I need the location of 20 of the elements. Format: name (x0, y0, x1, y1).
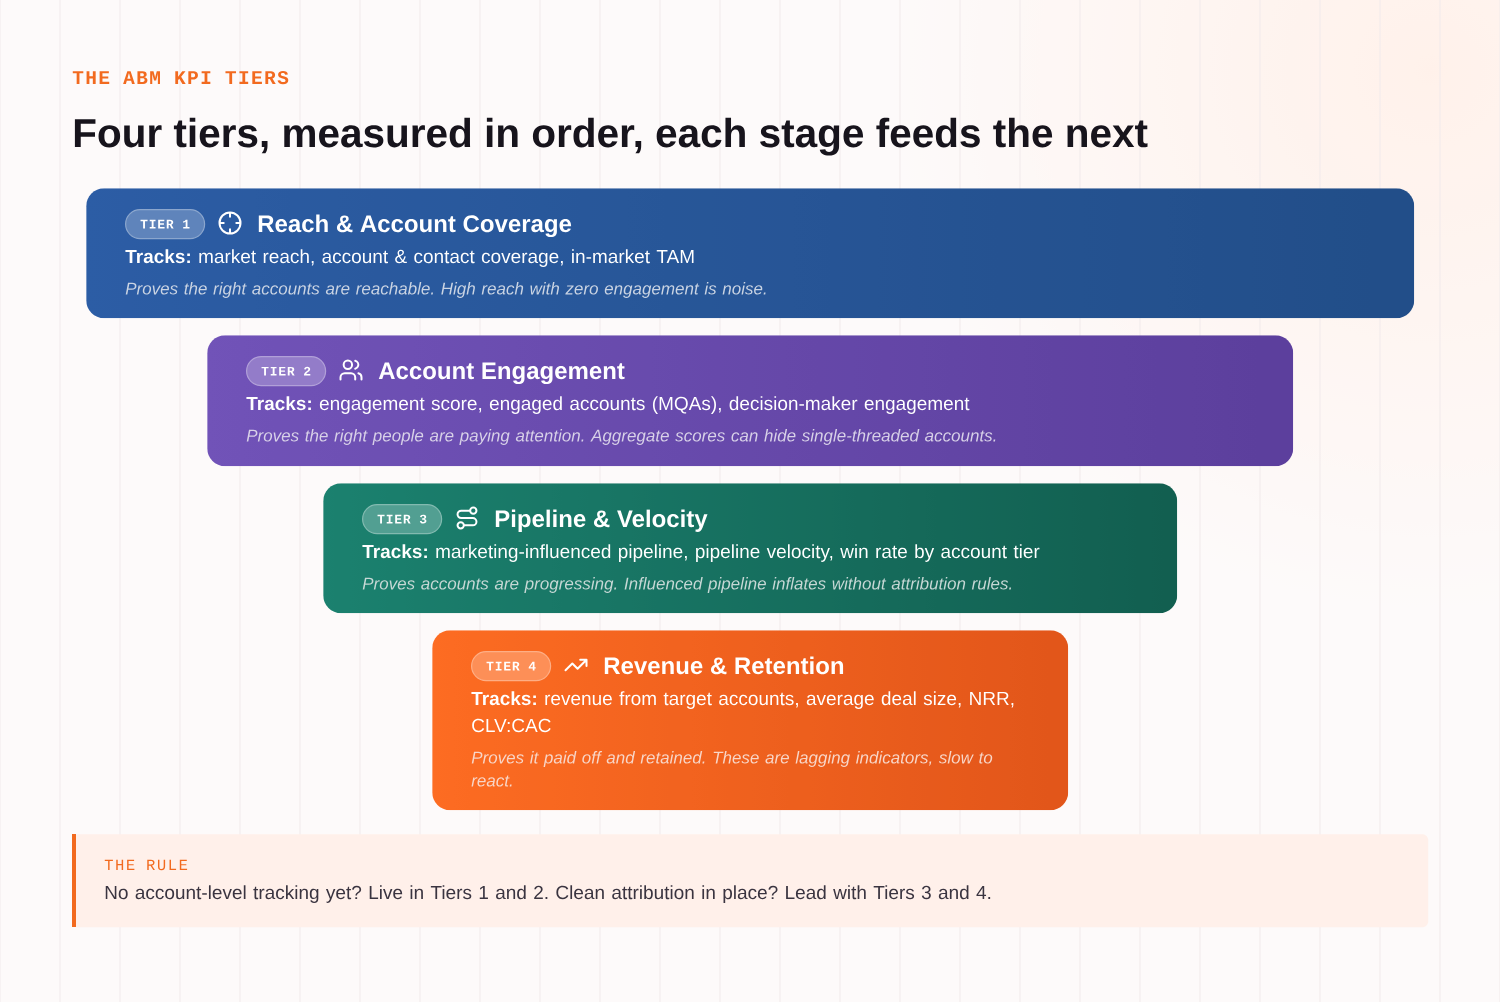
tier-title: Account Engagement (378, 362, 625, 385)
tracks-text: Tracks: marketing-influenced pipeline, pipeline velocity, win rate by account tier (362, 544, 1040, 562)
title-heading: Four tiers, measured in order, each stage feeds the next (74, 117, 1148, 156)
note-text: Proves the right accounts are reachable. High reach with zero engagement is noise. (125, 282, 766, 298)
tier-badge: TIER 1 (125, 209, 206, 240)
tier-title: Pipeline & Velocity (495, 509, 708, 532)
tracks-text: Tracks: engagement score, engaged accounts (MQAs), decision-maker engagement (246, 396, 970, 414)
tracks-text: Tracks: revenue from target accounts, average deal size, NRR, CLV:CAC (471, 691, 1014, 733)
tier-badge: TIER 3 (362, 504, 443, 535)
tier-badge: TIER 4 (471, 651, 552, 682)
eyebrow-text: THE ABM KPI TIERS (72, 70, 289, 85)
callout-heading: THE RULE (104, 859, 188, 871)
note-text: Proves the right people are paying attention. Aggregate scores can hide single-threaded accounts. (246, 429, 996, 445)
tier-title: Reach & Account Coverage (258, 214, 572, 238)
note-text: Proves accounts are progressing. Influenced pipeline inflates without attribution rules. (362, 577, 1012, 593)
tier-title: Revenue & Retention (604, 656, 844, 675)
note-text: Proves it paid off and retained. These are lagging indicators, slow to react. (471, 751, 993, 787)
tier-badge: TIER 2 (246, 356, 327, 387)
tracks-text: Tracks: market reach, account & contact coverage, in-market TAM (125, 249, 694, 267)
callout-text: No account-level tracking yet? Live in Tiers 1 and 2. Clean attribution in place? Lead with Tiers 3 and 4. (105, 885, 991, 903)
